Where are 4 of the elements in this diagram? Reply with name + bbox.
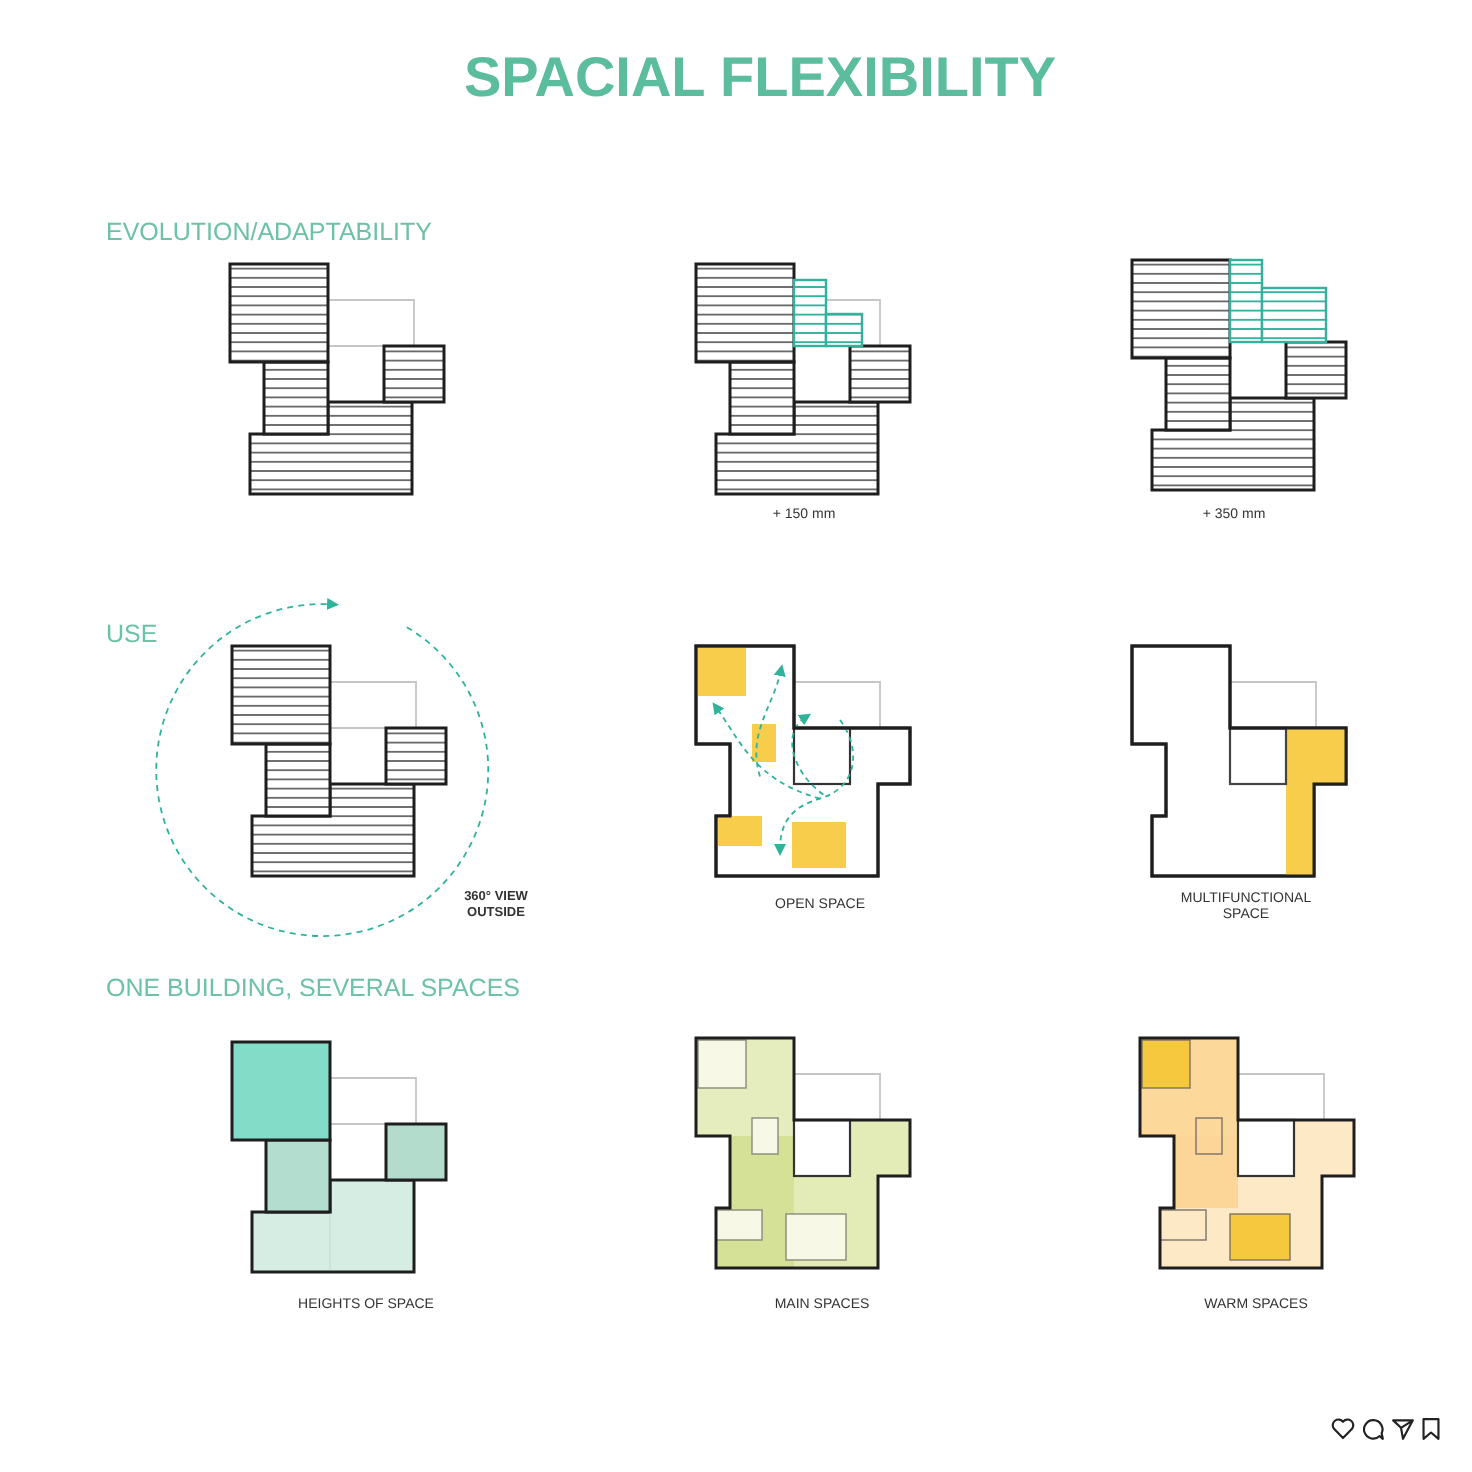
section-heading: EVOLUTION/ADAPTABILITY: [106, 218, 433, 248]
page-title: SPACIAL FLEXIBILITY: [463, 46, 1057, 110]
section-heading: USE: [106, 620, 158, 650]
section-heading: ONE BUILDING, SEVERAL SPACES: [106, 974, 521, 1004]
